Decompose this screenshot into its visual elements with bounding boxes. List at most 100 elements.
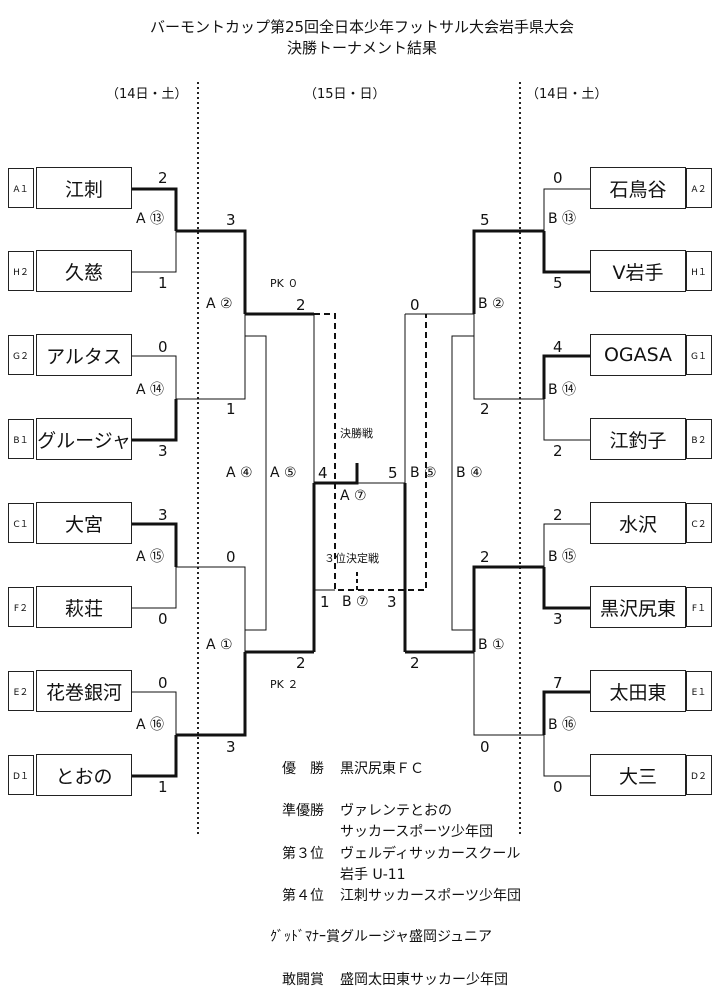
score: 2 [480, 548, 490, 566]
fourth-name: 江刺サッカースポーツ少年団 [340, 888, 522, 904]
score: 0 [158, 610, 168, 628]
team-name: 黒沢尻東 [590, 586, 686, 628]
team-name: 江刺 [36, 167, 132, 209]
seed-label: G１ [686, 335, 712, 375]
score: 1 [158, 778, 168, 796]
score: 4 [318, 464, 328, 482]
third-place-label: ３位決定戦 [324, 552, 379, 565]
team-name: グルージャ [36, 418, 132, 460]
runner-label: 準優勝 [282, 803, 324, 819]
team-name: 大三 [590, 754, 686, 796]
match-label: A ① [206, 637, 233, 653]
good-manners-name: グルージャ盛岡ジュニア [340, 929, 493, 945]
score: 1 [158, 274, 168, 292]
pk-score: PK ２ [270, 678, 299, 691]
score: 3 [158, 442, 168, 460]
score: 0 [553, 169, 563, 187]
winner-name: 黒沢尻東ＦＣ [340, 761, 424, 777]
seed-label: C１ [8, 503, 34, 543]
score: 2 [553, 506, 563, 524]
match-label: A ④ [226, 465, 253, 481]
match-label: A ⑭ [136, 382, 165, 398]
score: 3 [553, 610, 563, 628]
team-name: とおの [36, 754, 132, 796]
fighting-spirit-name: 盛岡太田東サッカー少年団 [340, 972, 508, 988]
team-name: 江釣子 [590, 418, 686, 460]
pk-score: PK ０ [270, 277, 299, 290]
good-manners-label: ｸﾞｯﾄﾞﾏﾅｰ賞 [270, 929, 340, 945]
team-name: 石鳥谷 [590, 167, 686, 209]
score: 2 [296, 296, 306, 314]
score: 1 [320, 593, 330, 611]
final-label: 決勝戦 [340, 427, 373, 440]
fourth-label: 第４位 [282, 888, 324, 904]
runner-name-2: サッカースポーツ少年団 [340, 824, 494, 840]
match-label: A ⑤ [270, 465, 297, 481]
seed-label: D１ [8, 755, 34, 795]
team-name: 花巻銀河 [36, 670, 132, 712]
team-name: V岩手 [590, 250, 686, 292]
score: 3 [158, 506, 168, 524]
team-name: 水沢 [590, 502, 686, 544]
score: 4 [553, 338, 563, 356]
score: 2 [410, 654, 420, 672]
score: 7 [553, 674, 563, 692]
fighting-spirit-label: 敢闘賞 [282, 972, 324, 988]
day-left: （14日・土） [106, 87, 188, 102]
team-name: アルタス [36, 334, 132, 376]
team-name: 大宮 [36, 502, 132, 544]
match-label: B ① [478, 637, 505, 653]
team-name: OGASA [590, 334, 686, 376]
seed-label: B１ [8, 419, 34, 459]
seed-label: A１ [8, 168, 34, 208]
match-label: B ④ [456, 465, 483, 481]
score: 0 [553, 778, 563, 796]
title-line1: バーモントカップ第25回全日本少年フットサル大会岩手県大会 [149, 18, 575, 36]
seed-label: G２ [8, 335, 34, 375]
seed-label: B２ [686, 419, 712, 459]
score: 2 [480, 400, 490, 418]
seed-label: C２ [686, 503, 712, 543]
match-label: A ⑬ [136, 211, 165, 227]
seed-label: E１ [686, 671, 712, 711]
third-name-2: 岩手 U-11 [340, 867, 406, 883]
seed-label: E２ [8, 671, 34, 711]
team-name: 萩荘 [36, 586, 132, 628]
final-match: A ⑦ [340, 488, 367, 504]
score: 0 [410, 296, 420, 314]
match-label: B ⑯ [548, 717, 577, 733]
seed-label: H２ [8, 251, 34, 291]
third-label: 第３位 [282, 846, 324, 862]
match-label: B ⑬ [548, 211, 577, 227]
match-label: B ⑭ [548, 382, 577, 398]
score: 3 [226, 738, 236, 756]
score: 0 [158, 674, 168, 692]
seed-label: H１ [686, 251, 712, 291]
third-name-1: ヴェルディサッカースクール [340, 846, 521, 862]
title-line2: 決勝トーナメント結果 [286, 39, 437, 57]
seed-label: A２ [686, 168, 712, 208]
score: 5 [480, 211, 490, 229]
match-label: B ⑮ [548, 549, 577, 565]
score: 2 [296, 654, 306, 672]
score: 0 [226, 548, 236, 566]
score: 1 [226, 400, 236, 418]
team-name: 太田東 [590, 670, 686, 712]
third-place-match: B ⑦ [342, 594, 369, 610]
day-center: （15日・日） [304, 87, 386, 102]
score: 3 [226, 211, 236, 229]
runner-name-1: ヴァレンテとおの [340, 803, 452, 819]
team-name: 久慈 [36, 250, 132, 292]
seed-label: F１ [686, 587, 712, 627]
match-label: A ⑯ [136, 717, 165, 733]
match-label: B ② [478, 296, 505, 312]
day-right: （14日・土） [526, 87, 608, 102]
score: 0 [158, 338, 168, 356]
seed-label: F２ [8, 587, 34, 627]
match-label: A ⑮ [136, 549, 165, 565]
match-label: B ⑤ [410, 465, 437, 481]
seed-label: D２ [686, 755, 712, 795]
score: 5 [388, 464, 398, 482]
score: 0 [480, 738, 490, 756]
